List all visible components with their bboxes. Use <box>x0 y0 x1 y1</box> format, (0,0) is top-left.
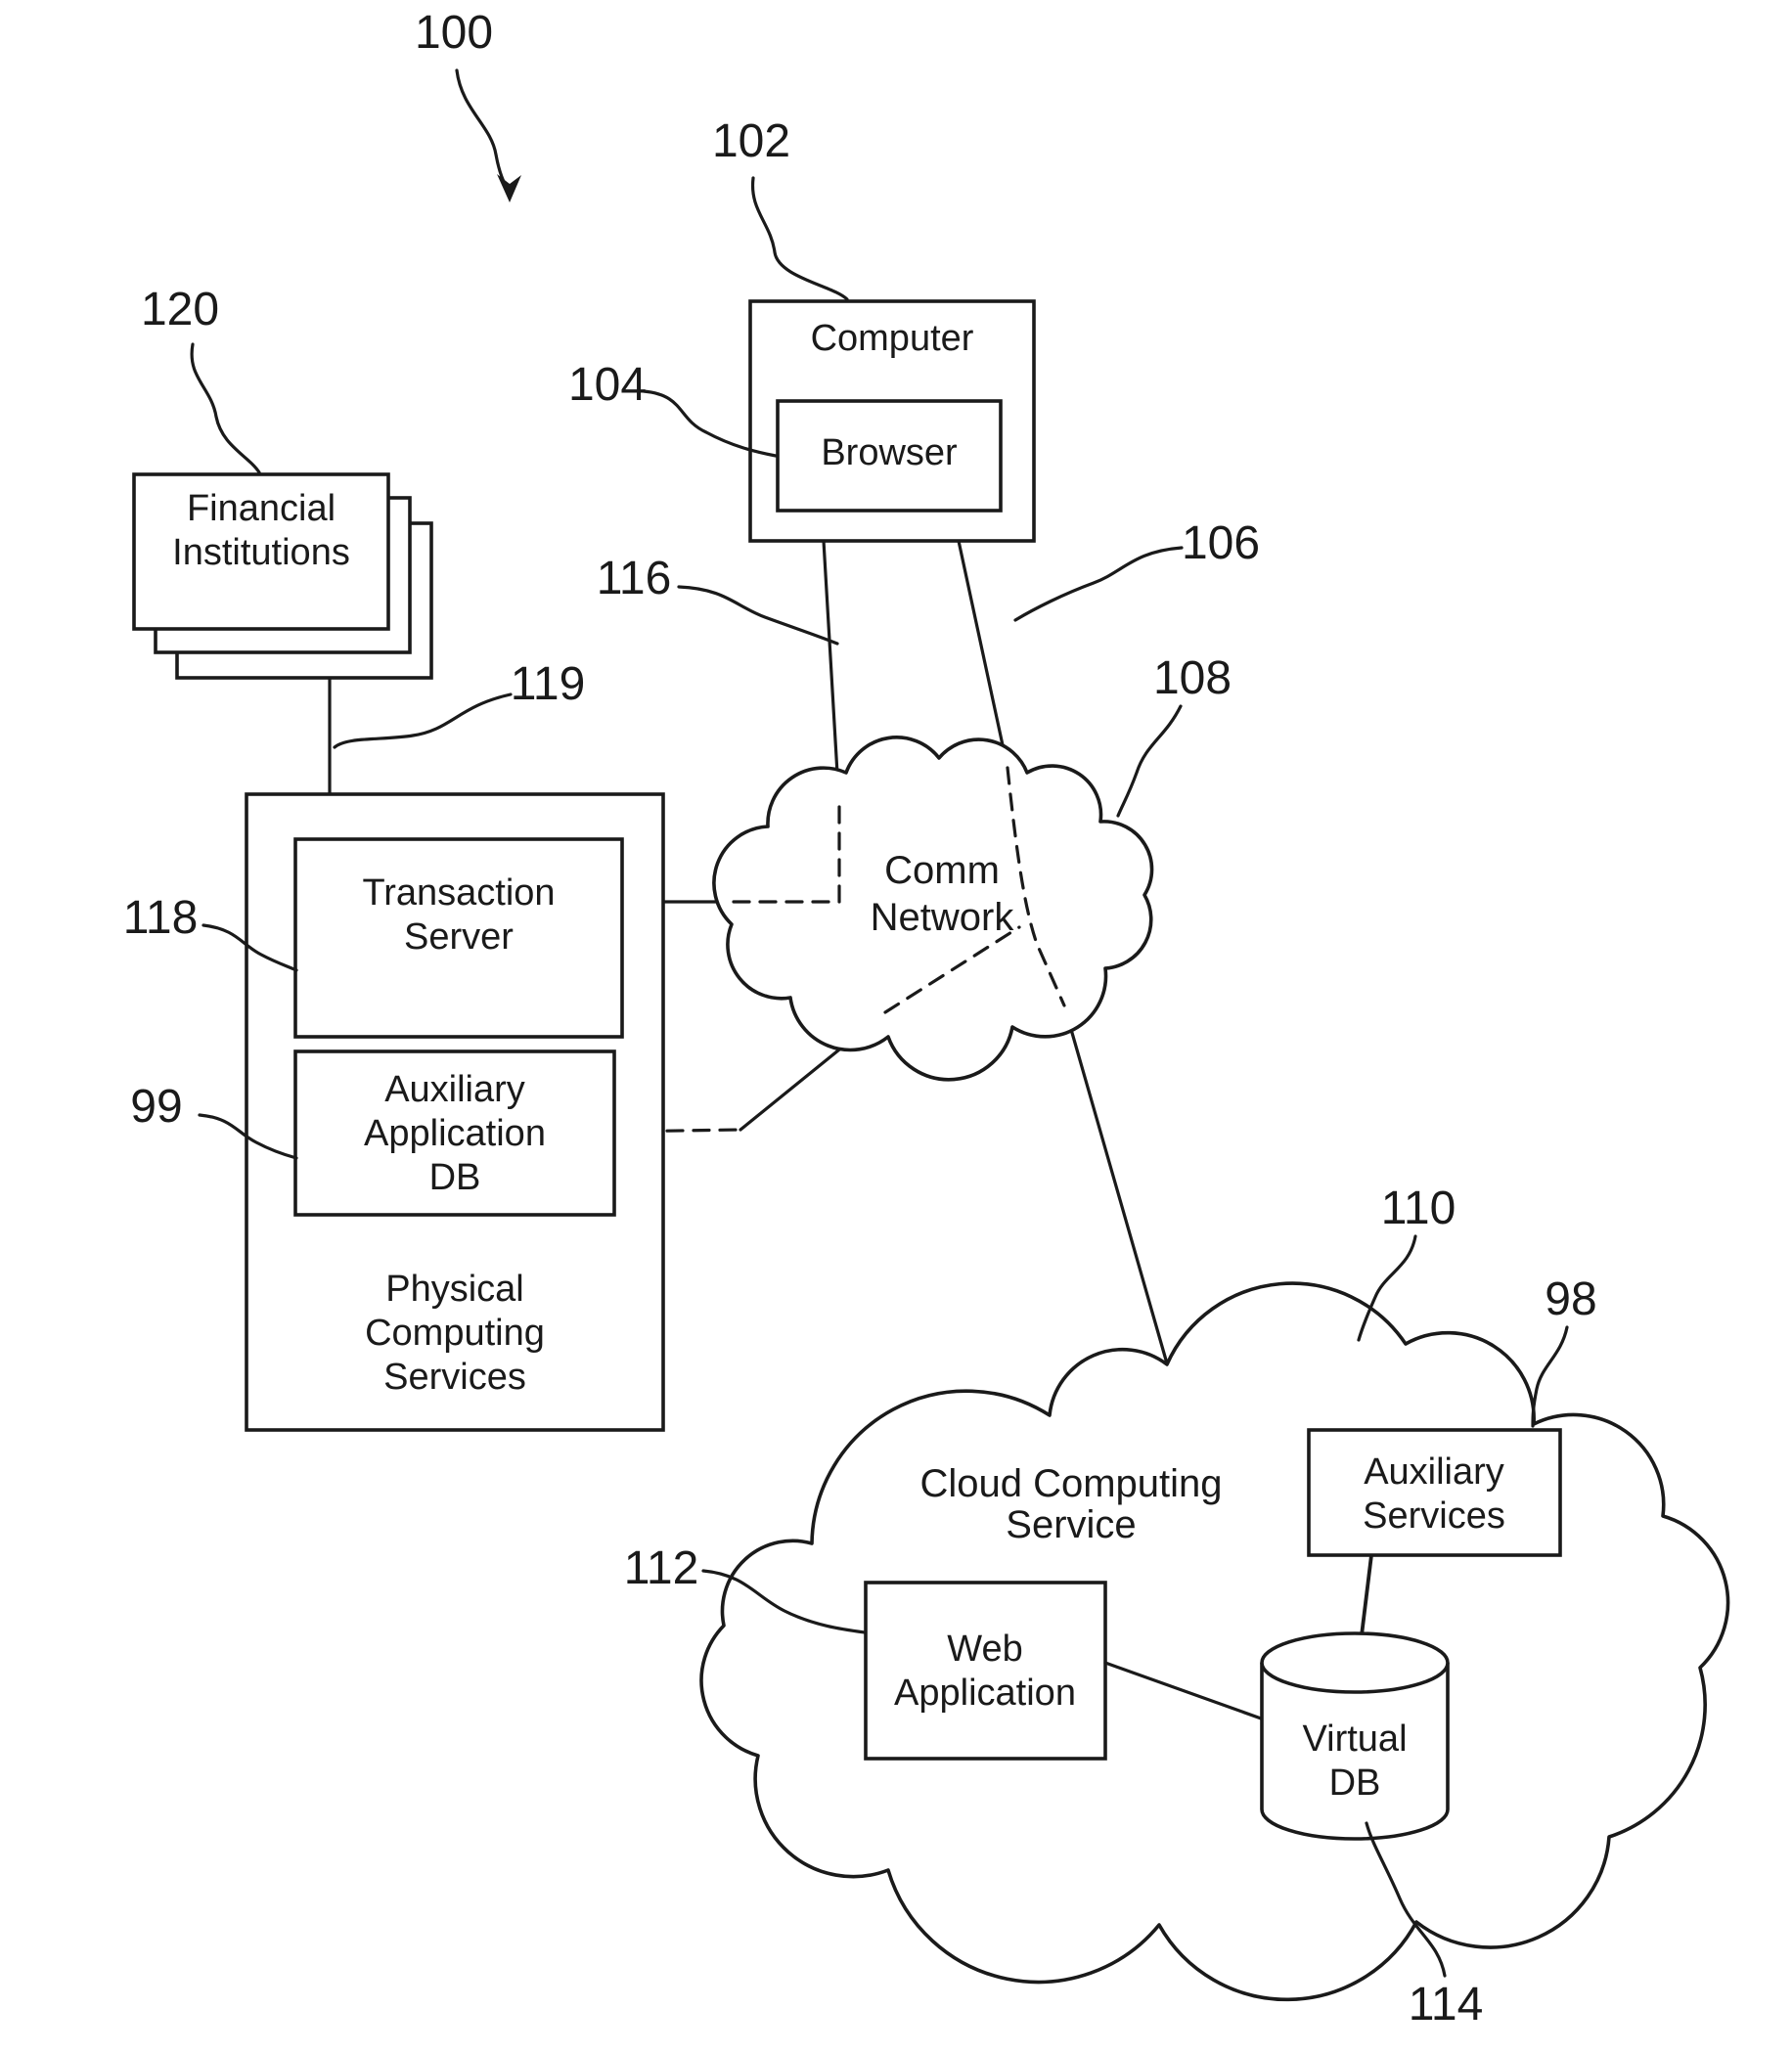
leader-119 <box>333 692 513 749</box>
auxiliary-application-db-box <box>293 1049 616 1217</box>
cloud-computing-service-cloud <box>699 1281 1730 2002</box>
web-application-box <box>864 1581 1107 1761</box>
transaction-server-label-line1: Transaction <box>362 872 555 914</box>
browser-label: Browser <box>821 432 958 473</box>
leader-120 <box>190 342 261 474</box>
auxiliary-application-db-label-line2: Application <box>364 1113 546 1154</box>
ref-label-108: 108 <box>1153 652 1232 704</box>
ref-label-110: 110 <box>1381 1183 1456 1234</box>
virtual-db-label-line1: Virtual <box>1302 1718 1407 1760</box>
ref-label-100: 100 <box>415 7 493 59</box>
comm-network-cloud <box>712 736 1154 1082</box>
transaction-server-label-line2: Server <box>404 916 514 958</box>
virtual-db-cylinder-body <box>1260 1663 1450 1841</box>
web-application-label-line2: Application <box>894 1673 1076 1714</box>
comm-network-label-line2: Network <box>871 896 1015 939</box>
ref-label-112: 112 <box>624 1542 699 1594</box>
virtual-db-label-line2: DB <box>1329 1763 1381 1804</box>
ref-label-99: 99 <box>130 1081 182 1133</box>
leader-104 <box>642 389 778 458</box>
physical-computing-services-label-line3: Services <box>383 1357 526 1398</box>
connector-computer-right-dashed <box>1006 766 1066 1007</box>
auxiliary-services-label-line2: Services <box>1363 1495 1505 1537</box>
ref-label-102: 102 <box>712 115 790 167</box>
connector-comm-to-cloudservice <box>1062 1004 1169 1365</box>
auxiliary-application-db-label-line1: Auxiliary <box>384 1069 525 1110</box>
leader-100 <box>455 68 511 194</box>
transaction-server-box <box>293 837 624 1039</box>
cloud-computing-service-label-line2: Service <box>1006 1503 1136 1546</box>
leader-114 <box>1365 1821 1447 1978</box>
leader-118 <box>202 923 298 972</box>
ref-label-98: 98 <box>1545 1273 1596 1325</box>
leader-112 <box>701 1569 867 1634</box>
ref-label-120: 120 <box>141 284 219 335</box>
financial-institutions-box <box>132 472 390 631</box>
financial-institutions-label-line1: Financial <box>187 488 336 529</box>
leader-99 <box>198 1113 298 1160</box>
connector-computer-right-solid <box>957 539 1009 770</box>
financial-institutions-label-line2: Institutions <box>172 532 350 573</box>
ref-label-104: 104 <box>568 359 647 411</box>
leader-108 <box>1116 704 1183 818</box>
physical-computing-services-label-line2: Computing <box>365 1313 545 1354</box>
leader-100-arrowhead <box>497 174 521 202</box>
connector-auxdb-dashed-inside-cloud <box>883 925 1021 1014</box>
ref-label-116: 116 <box>597 553 672 604</box>
ref-label-119: 119 <box>511 658 586 710</box>
connector-auxdb-dashed <box>612 1128 742 1134</box>
computer-label: Computer <box>811 318 974 359</box>
leader-98 <box>1531 1325 1569 1428</box>
physical-computing-services-label-line1: Physical <box>385 1269 524 1310</box>
leader-102 <box>750 176 849 301</box>
cloud-computing-service-label-line1: Cloud Computing <box>919 1462 1222 1505</box>
web-application-label-line1: Web <box>947 1629 1022 1670</box>
comm-network-label-line1: Comm <box>884 849 1000 892</box>
auxiliary-application-db-label-line3: DB <box>429 1157 481 1198</box>
connector-computer-left-solid <box>822 539 841 809</box>
leader-106 <box>1013 546 1184 622</box>
leader-110 <box>1357 1234 1417 1342</box>
auxiliary-services-label-line1: Auxiliary <box>1364 1451 1504 1493</box>
ref-label-106: 106 <box>1182 517 1260 569</box>
virtual-db-cylinder-top <box>1260 1631 1450 1694</box>
leader-116 <box>677 585 839 646</box>
connector-webapp-to-virtualdb <box>1103 1661 1266 1721</box>
ref-label-114: 114 <box>1409 1979 1484 2031</box>
browser-box <box>776 399 1003 513</box>
auxiliary-services-box <box>1307 1428 1562 1557</box>
ref-label-118: 118 <box>123 892 199 944</box>
connector-auxservices-to-virtualdb <box>1360 1554 1373 1636</box>
